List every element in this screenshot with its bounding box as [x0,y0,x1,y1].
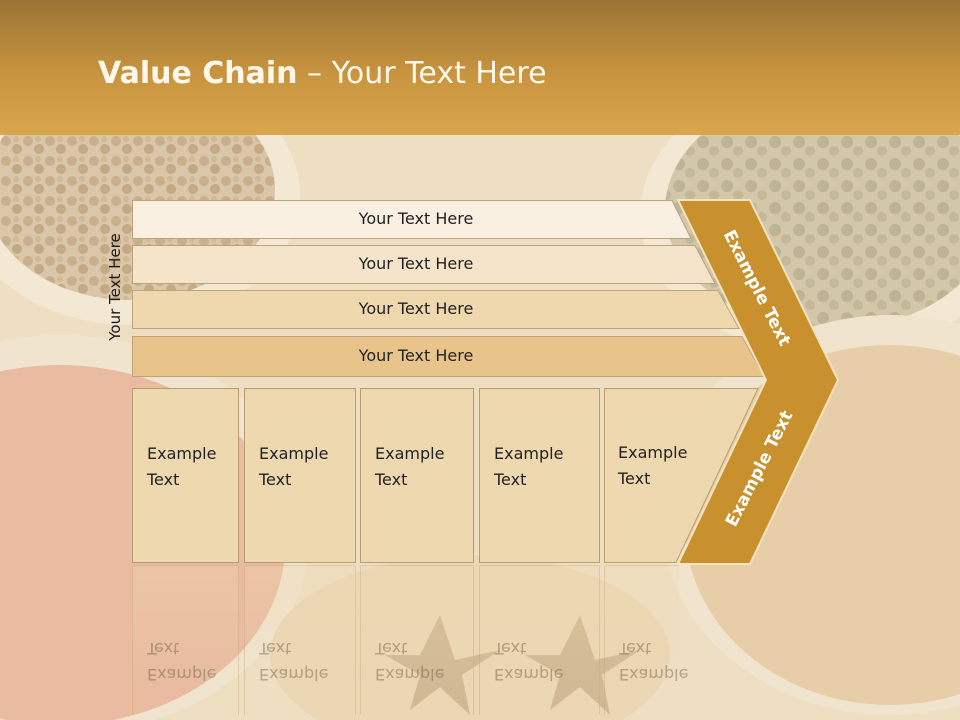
box-4-line2: Text [494,470,527,489]
activity-box-4: Example Text [479,388,600,563]
title-band [0,0,960,135]
box-5-line2: Text [618,469,651,488]
reflection-box-1: Example Text [132,565,239,715]
box-1-line1: Example [147,444,217,463]
reflection-box-5-line2: Text [619,639,652,658]
box-4-line1: Example [494,444,564,463]
box-2-line2: Text [259,470,292,489]
reflection-box-3-line2: Text [375,639,408,658]
reflection-box-4: Example Text [479,565,600,715]
reflection-box-3: Example Text [360,565,474,715]
page-title: Value Chain – Your Text Here [98,56,547,91]
row-1-label: Your Text Here [358,209,474,228]
reflection-box-4-line1: Example [494,665,564,684]
reflection-box-2: Example Text [244,565,356,715]
reflection-box-4-line2: Text [494,639,527,658]
reflection-box-2-line1: Example [259,665,329,684]
box-5-line1: Example [618,443,688,462]
diagram-reflection: Example Text Example Text Example Text E… [0,565,960,715]
activity-box-3: Example Text [360,388,474,563]
row-2: Your Text Here [132,245,717,284]
reflection-box-1-line1: Example [147,665,217,684]
side-label: Your Text Here [106,233,124,341]
row-1: Your Text Here [132,200,692,239]
box-2-line1: Example [259,444,329,463]
reflection-box-2-line2: Text [259,639,292,658]
activity-box-1: Example Text [132,388,239,563]
row-3-label: Your Text Here [358,299,474,318]
reflection-box-5: Example Text [604,565,689,715]
row-4-label: Your Text Here [358,346,474,365]
reflection-box-3-line1: Example [375,665,445,684]
title-rest: – Your Text Here [297,56,547,91]
activity-box-5: Example Text [604,388,764,563]
chevron-arrow [676,199,840,565]
activity-box-2: Example Text [244,388,356,563]
reflection-box-1-line2: Text [147,639,180,658]
box-3-line1: Example [375,444,445,463]
box-3-line2: Text [375,470,408,489]
reflection-box-5-line1: Example [619,665,689,684]
row-3: Your Text Here [132,290,742,329]
title-bold: Value Chain [98,56,298,91]
row-2-label: Your Text Here [358,254,474,273]
box-1-line2: Text [147,470,180,489]
